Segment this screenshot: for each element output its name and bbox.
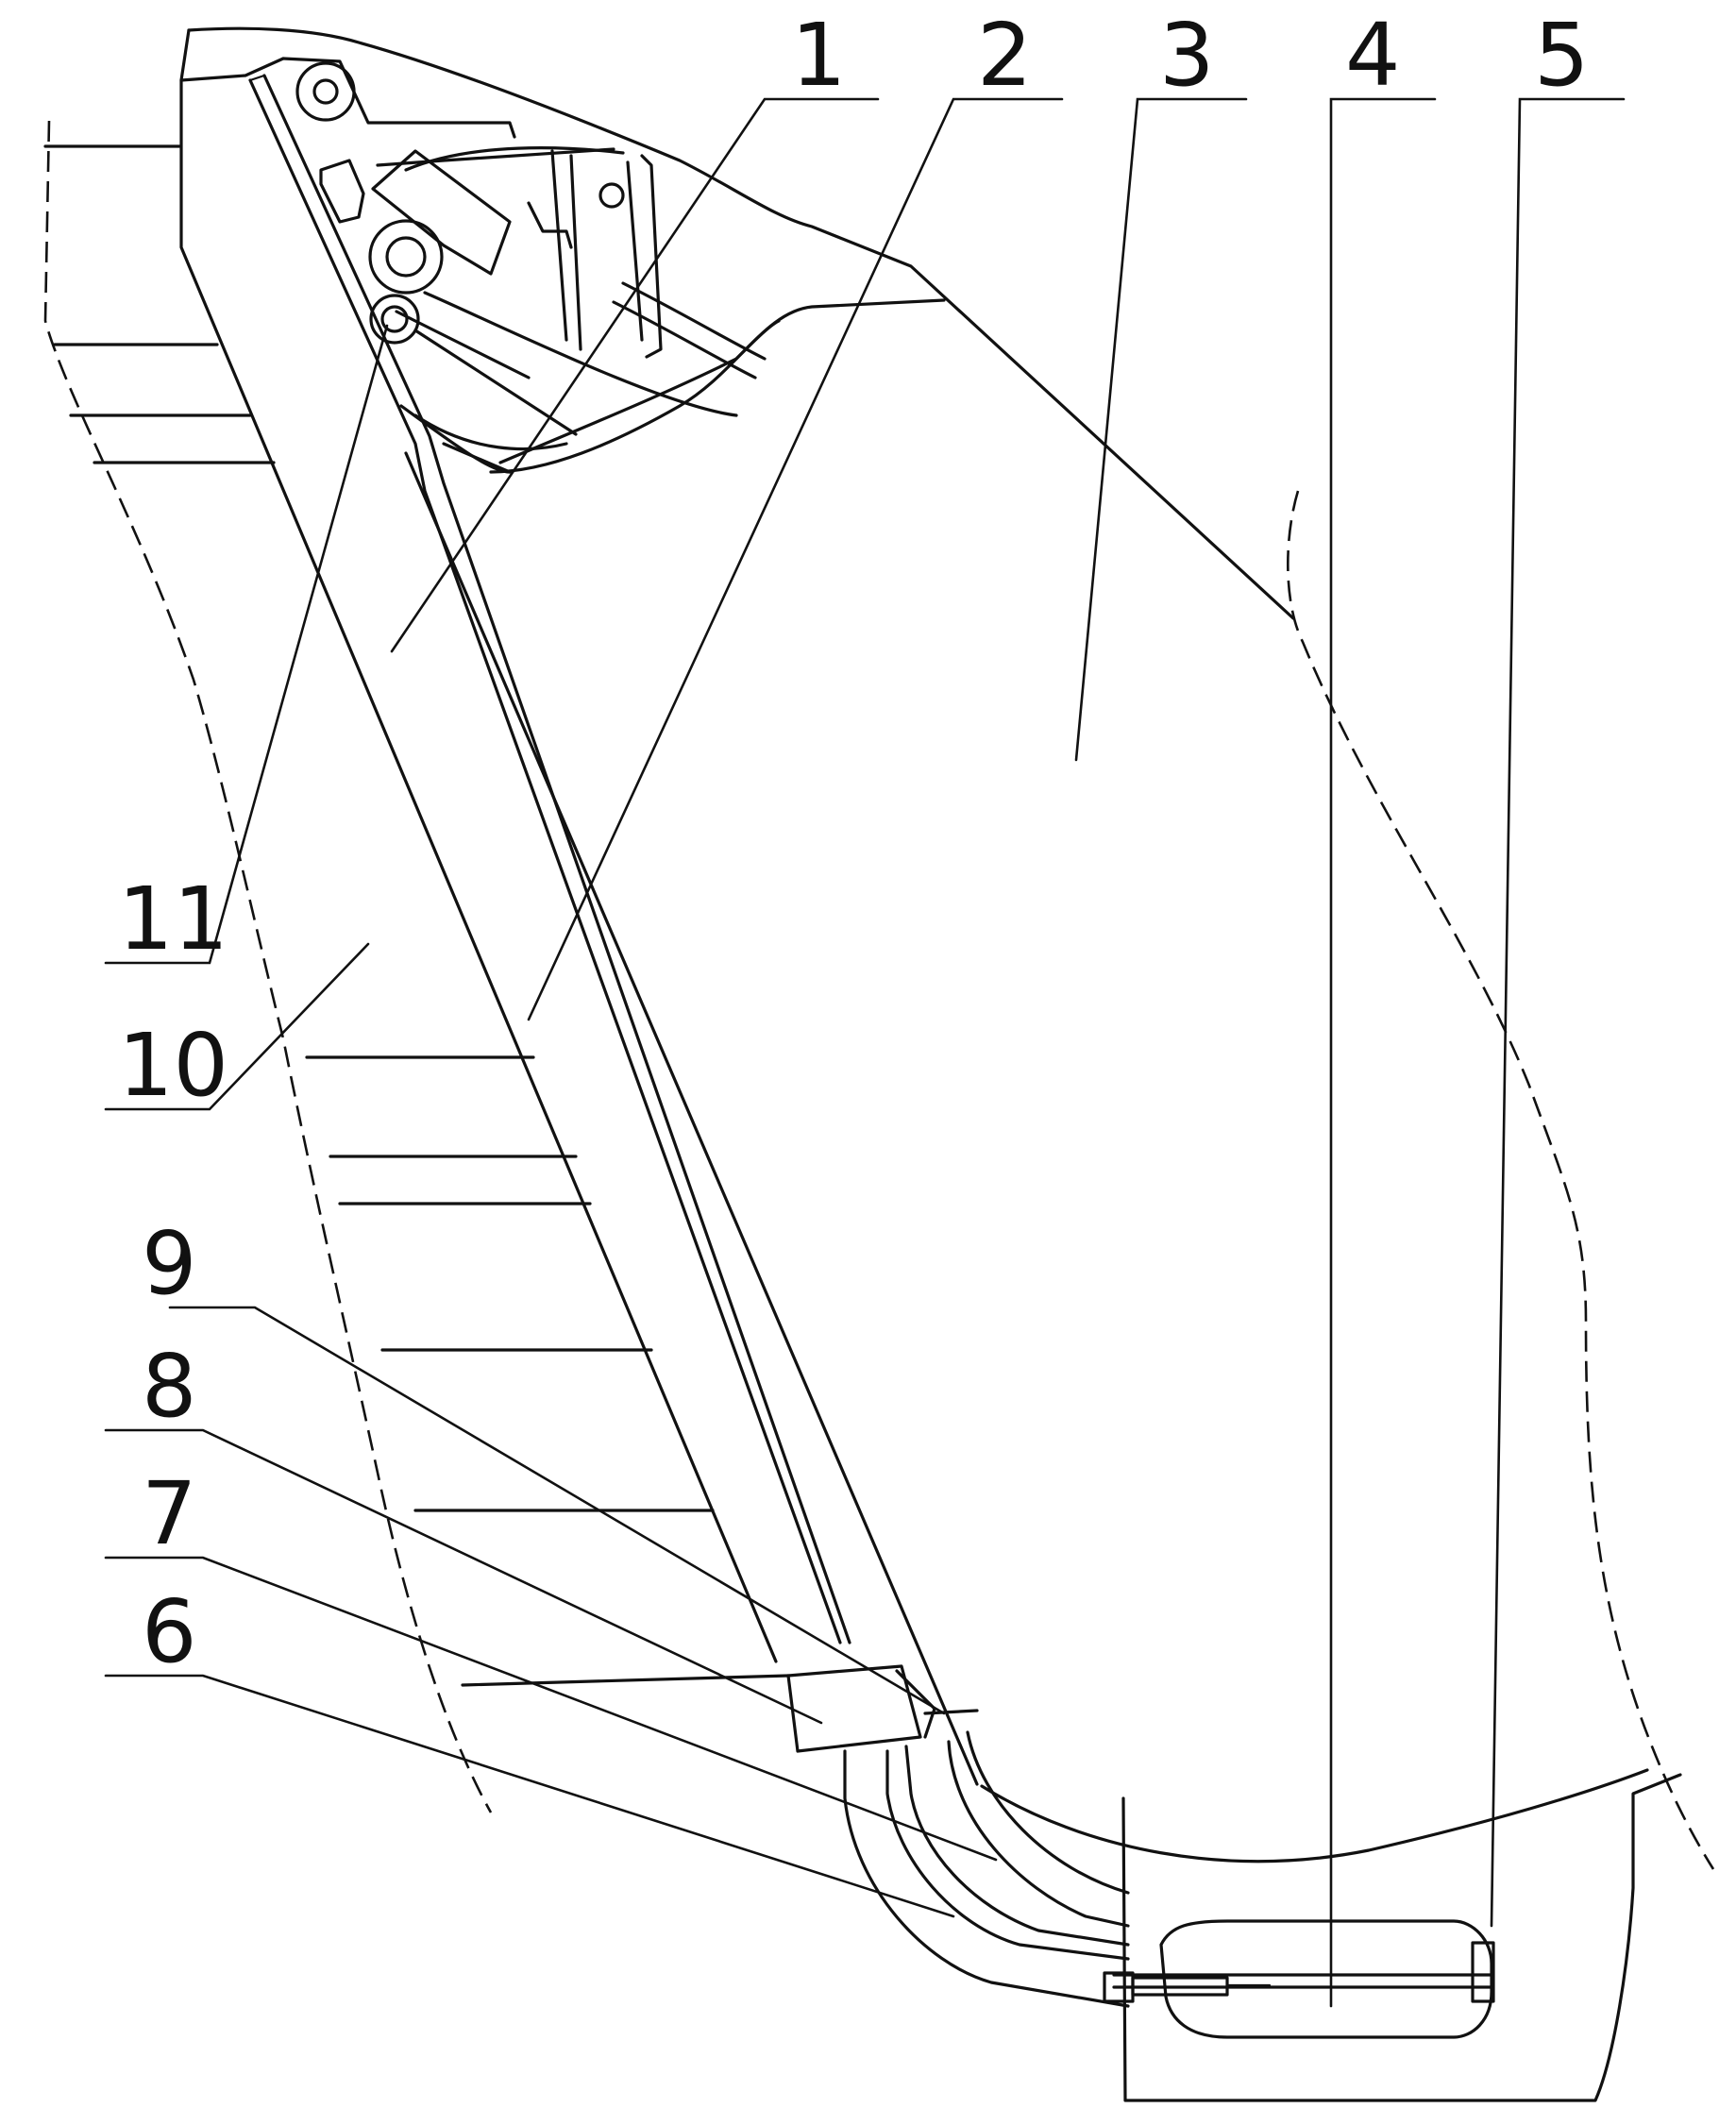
pivot-middle	[368, 219, 444, 295]
callout-labels: 1 2 3 4 5 6 7 8 9 10 11	[118, 5, 1590, 1682]
leader-6	[104, 1674, 955, 1918]
callout-8: 8	[142, 1336, 197, 1437]
callout-4: 4	[1345, 5, 1401, 106]
airbag-body	[489, 298, 1649, 1863]
guide-rail	[248, 74, 851, 1644]
callout-2: 2	[977, 5, 1033, 106]
leader-1	[390, 97, 880, 653]
callout-11: 11	[118, 868, 228, 970]
inflator	[1159, 1919, 1493, 2039]
callout-10: 10	[118, 1015, 228, 1116]
right-reference-outline	[1287, 490, 1715, 1870]
callout-3: 3	[1159, 5, 1215, 106]
leader-9	[168, 1306, 946, 1715]
callout-6: 6	[142, 1581, 197, 1682]
leader-5	[1490, 97, 1626, 1928]
motor-housing	[371, 149, 512, 276]
pivot-lower	[369, 294, 420, 345]
leader-10	[104, 942, 370, 1111]
leader-7	[104, 1556, 998, 1862]
left-reference-outline	[43, 120, 493, 1813]
leader-3	[1074, 97, 1248, 762]
leader-2	[527, 97, 1064, 1021]
callout-7: 7	[142, 1463, 197, 1564]
lower-housing	[1103, 1773, 1682, 2102]
callout-9: 9	[142, 1213, 197, 1314]
leader-lines	[104, 97, 1626, 2008]
leader-8	[104, 1428, 823, 1725]
callout-5: 5	[1534, 5, 1590, 106]
callout-1: 1	[791, 5, 847, 106]
slat-lines	[53, 343, 790, 1687]
outer-panel-frame	[179, 26, 1295, 1663]
small-bracket	[319, 159, 365, 224]
duct-and-connector	[786, 1664, 1130, 2008]
connector-block	[786, 1664, 922, 1753]
leader-4	[1329, 97, 1437, 2008]
mechanism-assembly	[281, 57, 781, 474]
leader-11	[104, 324, 389, 965]
